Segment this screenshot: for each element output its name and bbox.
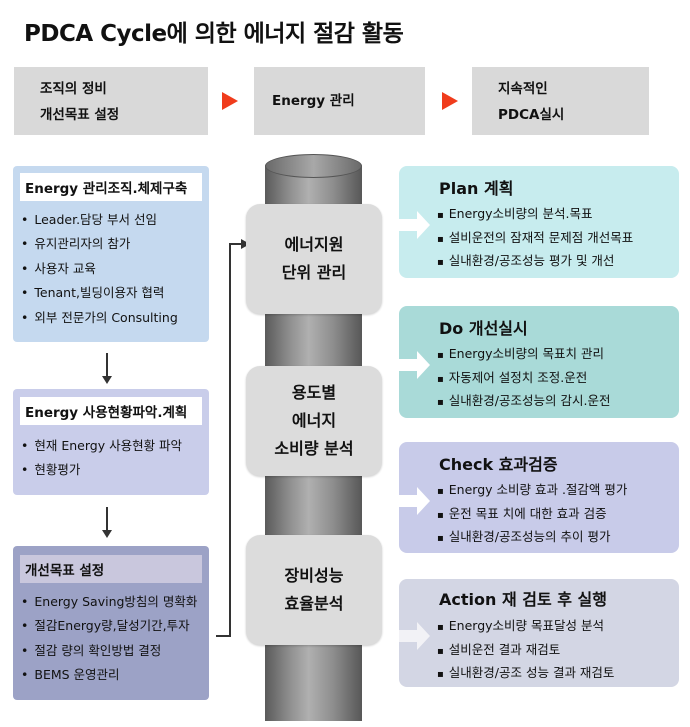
flow-step-line: 개선목표 설정 bbox=[40, 107, 120, 123]
right-box-title: Do 개선실시 bbox=[439, 319, 528, 338]
left-box-title: Energy 관리조직.체제구축 bbox=[20, 173, 202, 201]
list-item: 설비운전의 잠재적 문제점 개선목표 bbox=[437, 226, 633, 250]
right-box-plan: Plan 계획 Energy소비량의 분석.목표 설비운전의 잠재적 문제점 개… bbox=[399, 166, 679, 278]
right-box-list: Energy 소비량 효과 .절감액 평가 운전 목표 치에 대한 효과 검증 … bbox=[437, 478, 628, 549]
right-box-list: Energy소비량의 목표치 관리 자동제어 설정치 조정.운전 실내환경/공조… bbox=[437, 342, 611, 413]
list-item: Leader.담당 부서 선임 bbox=[21, 208, 178, 232]
left-box-organization: Energy 관리조직.체제구축 Leader.담당 부서 선임 유지관리자의 … bbox=[13, 166, 209, 342]
list-item: 설비운전 결과 재검토 bbox=[437, 638, 614, 662]
right-arrow-icon bbox=[399, 622, 430, 650]
left-box-usage: Energy 사용현황파악.계획 현재 Energy 사용현황 파악 현황평가 bbox=[13, 389, 209, 495]
center-box-line: 에너지원 bbox=[284, 235, 344, 254]
center-box-line: 소비량 분석 bbox=[274, 439, 354, 458]
right-box-list: Energy소비량 목표달성 분석 설비운전 결과 재검토 실내환경/공조 성능… bbox=[437, 614, 615, 685]
flow-arrow-icon bbox=[222, 92, 238, 110]
list-item: 실내환경/공조 성능 결과 재검토 bbox=[437, 661, 615, 685]
center-box-line: 에너지 bbox=[291, 411, 337, 430]
list-item: 실내환경/공조성능의 추이 평가 bbox=[437, 525, 627, 549]
list-item: 현황평가 bbox=[21, 458, 182, 482]
right-box-do: Do 개선실시 Energy소비량의 목표치 관리 자동제어 설정치 조정.운전… bbox=[399, 306, 679, 418]
list-item: 절감 량의 확인방법 결정 bbox=[21, 639, 197, 663]
right-box-list: Energy소비량의 분석.목표 설비운전의 잠재적 문제점 개선목표 실내환경… bbox=[437, 202, 633, 273]
left-box-list: 현재 Energy 사용현황 파악 현황평가 bbox=[21, 434, 182, 483]
flow-step-line: Energy 관리 bbox=[272, 93, 355, 109]
center-box-line: 단위 관리 bbox=[281, 263, 347, 282]
down-arrow-icon bbox=[102, 353, 112, 384]
center-box-usage-analysis: 용도별 에너지 소비량 분석 bbox=[246, 366, 382, 476]
list-item: 운전 목표 치에 대한 효과 검증 bbox=[437, 502, 627, 526]
list-item: Energy소비량의 분석.목표 bbox=[437, 202, 633, 226]
page-title: PDCA Cycle에 의한 에너지 절감 활동 bbox=[24, 21, 404, 47]
list-item: 실내환경/공조성능의 감시.운전 bbox=[437, 389, 611, 413]
right-arrow-icon bbox=[399, 487, 430, 515]
right-box-action: Action 재 검토 후 실행 Energy소비량 목표달성 분석 설비운전 … bbox=[399, 579, 679, 687]
flow-step-pdca: 지속적인 PDCA실시 bbox=[472, 67, 649, 135]
center-box-line: 효율분석 bbox=[284, 594, 344, 613]
left-box-list: Leader.담당 부서 선임 유지관리자의 참가 사용자 교육 Tenant,… bbox=[21, 208, 178, 330]
list-item: BEMS 운영관리 bbox=[21, 663, 197, 687]
right-arrow-icon bbox=[399, 351, 430, 379]
list-item: Tenant,빌딩이용자 협력 bbox=[21, 281, 178, 305]
list-item: 실내환경/공조성능 평가 및 개선 bbox=[437, 249, 633, 273]
right-box-title: Action 재 검토 후 실행 bbox=[439, 590, 607, 609]
flow-step-organization: 조직의 정비 개선목표 설정 bbox=[14, 67, 208, 135]
right-box-title: Plan 계획 bbox=[439, 179, 514, 198]
list-item: Energy소비량의 목표치 관리 bbox=[437, 342, 610, 366]
list-item: 사용자 교육 bbox=[21, 257, 178, 281]
list-item: Energy Saving방침의 명확화 bbox=[21, 590, 197, 614]
list-item: Energy소비량 목표달성 분석 bbox=[437, 614, 614, 638]
left-box-list: Energy Saving방침의 명확화 절감Energy량,달성기간,투자 절… bbox=[21, 590, 197, 688]
center-box-equipment: 장비성능 효율분석 bbox=[246, 535, 382, 645]
down-arrow-icon bbox=[102, 507, 112, 538]
connector-arrow-icon bbox=[216, 239, 250, 637]
left-box-title: 개선목표 설정 bbox=[20, 555, 202, 583]
list-item: 유지관리자의 참가 bbox=[21, 232, 178, 256]
center-box-energy-source: 에너지원 단위 관리 bbox=[246, 204, 382, 314]
right-box-check: Check 효과검증 Energy 소비량 효과 .절감액 평가 운전 목표 치… bbox=[399, 442, 679, 553]
flow-step-line: 조직의 정비 bbox=[40, 81, 107, 97]
list-item: Energy 소비량 효과 .절감액 평가 bbox=[437, 478, 628, 502]
cylinder-top bbox=[265, 154, 362, 178]
flow-step-line: PDCA실시 bbox=[498, 107, 565, 123]
left-box-title: Energy 사용현황파악.계획 bbox=[20, 397, 202, 425]
list-item: 절감Energy량,달성기간,투자 bbox=[21, 614, 197, 638]
flow-arrow-icon bbox=[442, 92, 458, 110]
list-item: 외부 전문가의 Consulting bbox=[21, 306, 177, 330]
center-box-line: 장비성능 bbox=[284, 566, 344, 585]
center-box-line: 용도별 bbox=[291, 383, 337, 402]
list-item: 자동제어 설정치 조정.운전 bbox=[437, 366, 610, 390]
flow-step-energy-management: Energy 관리 bbox=[254, 67, 425, 135]
left-box-targets: 개선목표 설정 Energy Saving방침의 명확화 절감Energy량,달… bbox=[13, 546, 209, 700]
right-box-title: Check 효과검증 bbox=[439, 455, 558, 474]
right-arrow-icon bbox=[399, 211, 430, 239]
flow-step-line: 지속적인 bbox=[498, 81, 548, 97]
list-item: 현재 Energy 사용현황 파악 bbox=[21, 434, 182, 458]
